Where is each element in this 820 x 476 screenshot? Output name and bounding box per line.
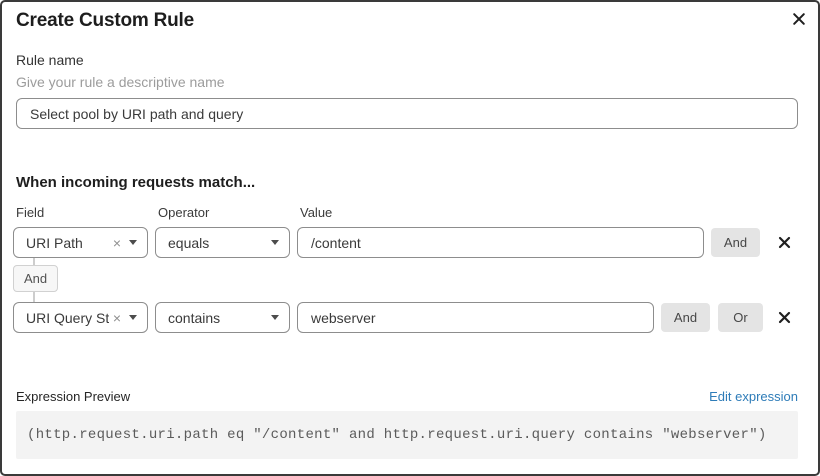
operator-select-row1[interactable]: equals (155, 227, 290, 258)
field-select-row1-value: URI Path (26, 234, 83, 251)
remove-row2-icon[interactable] (770, 302, 798, 333)
chevron-down-icon (271, 240, 279, 245)
rule-name-helper-text: Give your rule a descriptive name (16, 74, 225, 90)
operator-select-row1-value: equals (168, 234, 210, 251)
x-icon-glyph (778, 311, 790, 324)
clear-selection-icon[interactable]: × (112, 309, 121, 326)
chevron-down-icon (129, 240, 137, 245)
close-icon[interactable] (789, 9, 809, 29)
value-column-label: Value (300, 205, 333, 220)
expression-preview-label: Expression Preview (16, 389, 131, 404)
field-select-row2[interactable]: URI Query St... × (13, 302, 148, 333)
field-select-row1[interactable]: URI Path × (13, 227, 148, 258)
field-column-label: Field (16, 205, 45, 220)
chevron-down-icon (271, 315, 279, 320)
operator-column-label: Operator (158, 205, 210, 220)
rule-name-input[interactable] (16, 98, 798, 129)
close-icon-glyph (793, 13, 805, 25)
value-input-row1[interactable] (297, 227, 704, 258)
dialog-title: Create Custom Rule (16, 10, 194, 31)
operator-select-row2[interactable]: contains (155, 302, 290, 333)
match-heading: When incoming requests match... (16, 174, 256, 191)
connector-and-chip: And (13, 265, 59, 292)
operator-select-row2-value: contains (168, 309, 221, 326)
chevron-down-icon (129, 315, 137, 320)
clear-selection-icon[interactable]: × (112, 234, 121, 251)
field-select-row2-value: URI Query St... (26, 309, 109, 326)
expression-code: (http.request.uri.path eq "/content" and… (27, 427, 767, 443)
expression-code-block: (http.request.uri.path eq "/content" and… (16, 411, 798, 459)
x-icon-glyph (778, 236, 790, 249)
remove-row1-icon[interactable] (770, 227, 798, 258)
and-button-row2[interactable]: And (661, 303, 710, 332)
edit-expression-link[interactable]: Edit expression (709, 389, 798, 404)
value-input-row2[interactable] (297, 302, 654, 333)
and-button-row1[interactable]: And (711, 228, 760, 257)
rule-name-label: Rule name (16, 52, 84, 68)
or-button-row2[interactable]: Or (718, 303, 763, 332)
